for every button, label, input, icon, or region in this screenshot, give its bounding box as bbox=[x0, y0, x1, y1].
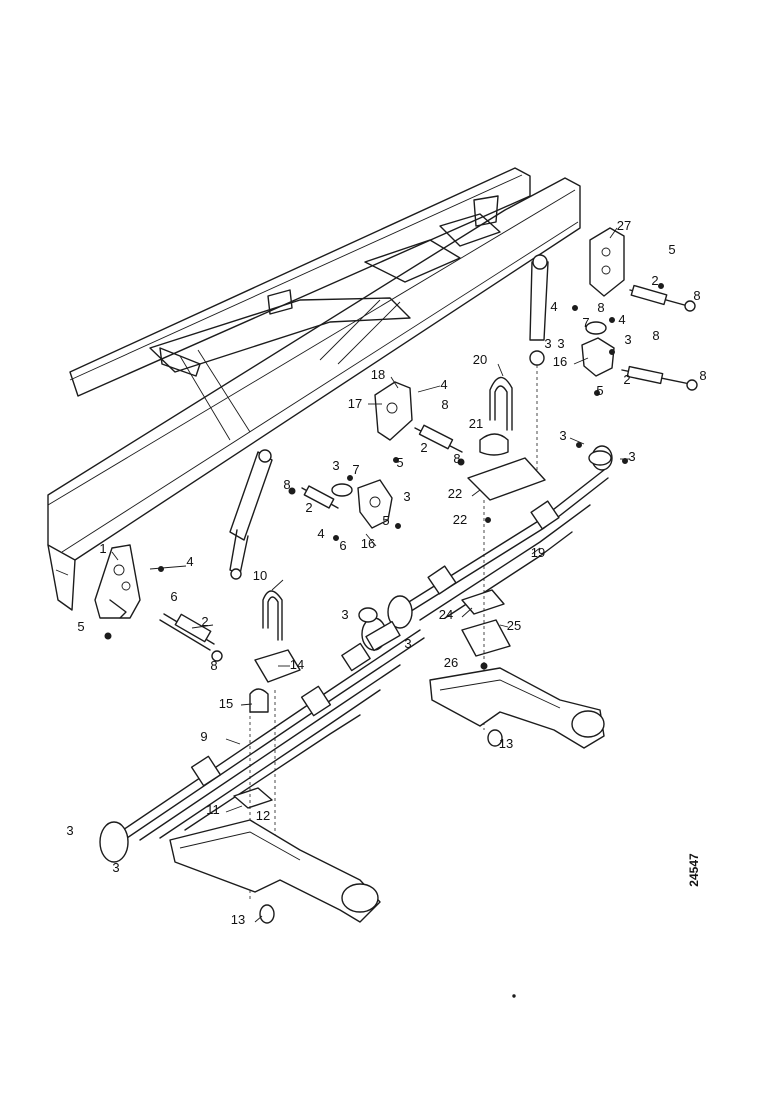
leader-lines bbox=[111, 227, 630, 923]
part-callout: 13 bbox=[231, 912, 245, 927]
chassis-frame bbox=[47, 167, 581, 611]
part-callout: 2 bbox=[201, 614, 208, 629]
part-callout: 20 bbox=[473, 352, 487, 367]
part-callout: 2 bbox=[623, 372, 630, 387]
part-callout: 4 bbox=[317, 526, 324, 541]
part-callout: 3 bbox=[404, 636, 411, 651]
part-callout: 4 bbox=[186, 554, 193, 569]
front-axle bbox=[169, 819, 381, 924]
part-callout: 6 bbox=[170, 589, 177, 604]
part-callout: 3 bbox=[66, 823, 73, 838]
part-callout: 21 bbox=[469, 416, 483, 431]
rear-spring-hanger bbox=[581, 227, 625, 377]
part-callout: 5 bbox=[382, 513, 389, 528]
part-callout: 17 bbox=[348, 396, 362, 411]
part-callout: 18 bbox=[371, 367, 385, 382]
part-callout: 8 bbox=[453, 451, 460, 466]
middle-hanger bbox=[357, 381, 413, 529]
part-callout: 13 bbox=[499, 736, 513, 751]
part-callout: 2 bbox=[305, 500, 312, 515]
part-callout: 16 bbox=[553, 354, 567, 369]
part-callout: 24 bbox=[439, 607, 453, 622]
part-callout: 8 bbox=[283, 477, 290, 492]
part-callout: 11 bbox=[206, 802, 220, 817]
part-callout: 5 bbox=[596, 383, 603, 398]
part-callout: 3 bbox=[332, 458, 339, 473]
part-callout: 8 bbox=[441, 397, 448, 412]
part-callout: 15 bbox=[219, 696, 233, 711]
part-callout: 3 bbox=[112, 860, 119, 875]
part-callout: 8 bbox=[597, 300, 604, 315]
part-callout: 10 bbox=[253, 568, 267, 583]
part-callout: 3 bbox=[559, 428, 566, 443]
part-callout: 3 bbox=[341, 607, 348, 622]
bushings bbox=[331, 321, 612, 652]
part-callout: 8 bbox=[210, 658, 217, 673]
part-callout: 27 bbox=[617, 218, 631, 233]
part-callout: 16 bbox=[361, 536, 375, 551]
part-callout: 14 bbox=[290, 657, 304, 672]
part-callout: 22 bbox=[453, 512, 467, 527]
part-callout: 4 bbox=[440, 377, 447, 392]
part-callout: 5 bbox=[668, 242, 675, 257]
part-callout: 3 bbox=[557, 336, 564, 351]
part-callout: 2 bbox=[651, 273, 658, 288]
shock-absorber-rear bbox=[529, 254, 549, 470]
part-callout: 25 bbox=[507, 618, 521, 633]
front-leaf-spring bbox=[99, 617, 425, 863]
part-callout: 8 bbox=[693, 288, 700, 303]
part-callout: 4 bbox=[618, 312, 625, 327]
part-callout: 22 bbox=[448, 486, 462, 501]
part-callout: 3 bbox=[544, 336, 551, 351]
part-callout: 3 bbox=[624, 332, 631, 347]
bolts-and-pins bbox=[104, 283, 698, 670]
part-callout: 7 bbox=[352, 462, 359, 477]
part-callout: 5 bbox=[396, 455, 403, 470]
part-callout: 2 bbox=[420, 440, 427, 455]
rear-axle bbox=[429, 667, 605, 749]
part-callout: 4 bbox=[550, 299, 557, 314]
shock-absorber-front bbox=[229, 449, 273, 580]
part-callout: 8 bbox=[699, 368, 706, 383]
u-bolt-rear bbox=[467, 376, 546, 501]
part-callout: 1 bbox=[99, 541, 106, 556]
part-callout: 6 bbox=[339, 538, 346, 553]
part-callout: 26 bbox=[444, 655, 458, 670]
part-callout: 3 bbox=[628, 449, 635, 464]
part-callout: 19 bbox=[531, 545, 545, 560]
front-spring-hanger bbox=[94, 544, 141, 619]
part-callout: 12 bbox=[256, 808, 270, 823]
part-callout: 8 bbox=[652, 328, 659, 343]
figure-number: 24547 bbox=[687, 853, 701, 887]
pads-and-spacers bbox=[233, 500, 511, 900]
part-callout: 7 bbox=[582, 315, 589, 330]
part-callout: 9 bbox=[200, 729, 207, 744]
part-callout: 5 bbox=[77, 619, 84, 634]
u-bolt-front bbox=[254, 590, 301, 683]
part-callout: 3 bbox=[403, 489, 410, 504]
